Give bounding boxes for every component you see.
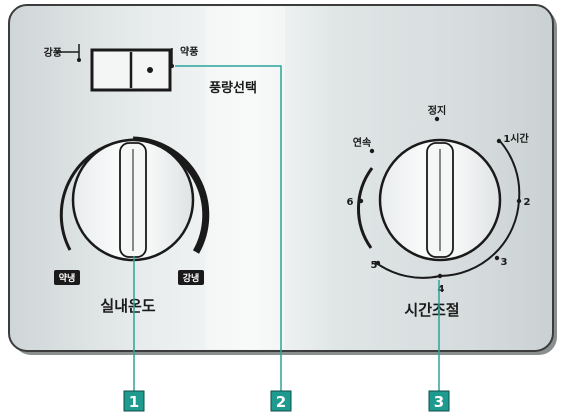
timer-scale xyxy=(357,139,521,279)
timer-tick-5 xyxy=(375,260,381,266)
callout-badge-3: 3 xyxy=(428,390,450,412)
switch-right-label: 약풍 xyxy=(180,45,198,58)
timer-ticks xyxy=(358,116,522,279)
temperature-dial-caption: 실내온도 xyxy=(100,297,155,315)
switch-right-marker xyxy=(170,48,174,68)
timer-tick-2 xyxy=(516,198,522,204)
svg-text:약냉: 약냉 xyxy=(59,272,76,284)
switch-left-label: 강풍 xyxy=(44,46,62,59)
timer-label-1h: 1시간 xyxy=(503,132,529,145)
callout-badge-2: 2 xyxy=(270,390,292,412)
timer-dial-caption: 시간조절 xyxy=(404,301,459,319)
timer-label-continuous: 연속 xyxy=(353,136,371,149)
switch-left-marker xyxy=(56,44,81,62)
callout-line-2 xyxy=(175,65,282,392)
timer-tick-3 xyxy=(494,255,500,261)
timer-tick-6 xyxy=(358,198,364,204)
timer-knob[interactable] xyxy=(378,138,502,262)
timer-tick-1 xyxy=(496,138,502,144)
timer-tick-7 xyxy=(369,148,375,154)
svg-text:강냉: 강냉 xyxy=(183,272,200,284)
timer-label-4: 4 xyxy=(438,284,445,295)
timer-tick-4 xyxy=(437,273,443,279)
temp-right-badge: 강냉 xyxy=(178,270,204,285)
svg-text:1: 1 xyxy=(129,393,139,411)
svg-text:3: 3 xyxy=(434,393,444,411)
svg-text:2: 2 xyxy=(276,393,286,411)
callout-lines xyxy=(133,65,440,392)
timer-label-6: 6 xyxy=(347,197,354,208)
switch-indicator-dot xyxy=(147,67,153,73)
timer-tick-0 xyxy=(434,116,440,122)
callout-badge-1: 1 xyxy=(123,390,145,412)
temperature-knob[interactable] xyxy=(71,138,195,262)
timer-label-5: 5 xyxy=(371,260,378,271)
timer-label-2: 2 xyxy=(524,197,531,208)
timer-label-stop: 정지 xyxy=(428,104,446,117)
fan-speed-switch[interactable] xyxy=(90,48,172,92)
fan-switch-caption: 풍량선택 xyxy=(209,80,257,96)
timer-label-3: 3 xyxy=(501,257,508,268)
temp-left-badge: 약냉 xyxy=(54,270,80,285)
